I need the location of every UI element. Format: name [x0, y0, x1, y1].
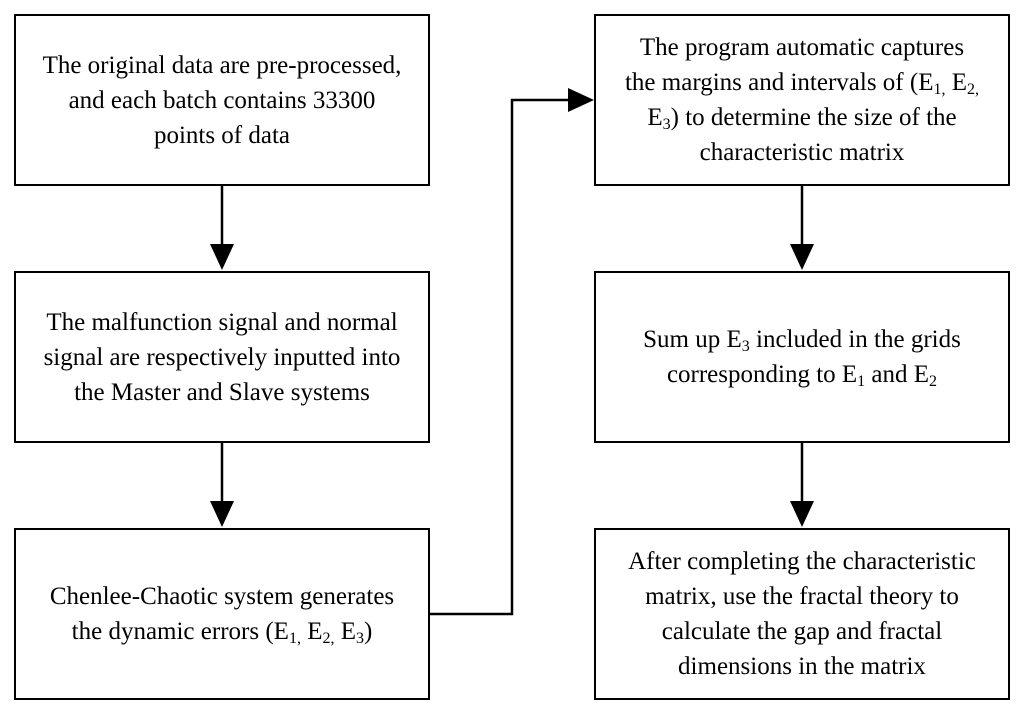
- step-sum-up-line-1: Sum up E3 included in the grids: [643, 322, 961, 357]
- step-sum-up-line-2: corresponding to E1 and E2: [643, 357, 961, 392]
- step-fractal-line-4: dimensions in the matrix: [678, 653, 926, 680]
- step-capture-margins-line-2: the margins and intervals of (E1, E2,: [625, 65, 979, 100]
- step-preprocess-line-3: points of data: [153, 121, 291, 149]
- step-preprocess-line-2: and each batch contains 33300: [68, 86, 376, 114]
- sum-text-suffix: included in the grids: [749, 326, 961, 353]
- margins-text-e2: E: [945, 69, 967, 96]
- arrowhead-step5-to-step6: [790, 501, 814, 527]
- errors-text-e3: E: [334, 618, 356, 645]
- step-input-signals-box: The malfunction signal and normal signal…: [14, 271, 430, 443]
- arrowhead-step3-to-step4: [568, 88, 594, 112]
- margins-text-prefix: the margins and intervals of (E: [624, 69, 934, 96]
- step-capture-margins-box: The program automatic captures the margi…: [594, 14, 1010, 186]
- step-sum-up-box: Sum up E3 included in the grids correspo…: [594, 271, 1010, 443]
- step-generate-errors-line-1: Chenlee-Chaotic system generates: [49, 583, 395, 610]
- errors-text-prefix: the dynamic errors (E: [71, 618, 289, 645]
- step-capture-margins-line-1: The program automatic captures: [639, 34, 965, 61]
- arrowhead-step4-to-step5: [790, 244, 814, 270]
- step-fractal-line-3: calculate the gap and fractal: [661, 618, 943, 645]
- step-input-signals-line-3: the Master and Slave systems: [74, 378, 370, 406]
- errors-text-e2: E: [300, 618, 323, 645]
- arrowhead-step2-to-step3: [210, 501, 234, 527]
- subscript-1: 1: [857, 373, 866, 390]
- margins-text-e3: E: [647, 104, 663, 131]
- sum-text-prefix: Sum up E: [643, 326, 742, 353]
- subscript-1: 1,: [288, 630, 301, 647]
- step-fractal-box: After completing the characteristic matr…: [594, 528, 1010, 700]
- arrow-step3-to-step4: [430, 98, 572, 616]
- margins-text-suffix: ) to determine the size of the: [670, 104, 957, 131]
- subscript-2: 2,: [967, 81, 979, 98]
- subscript-3: 3: [662, 116, 671, 133]
- step-capture-margins-line-4: characteristic matrix: [699, 139, 905, 166]
- sum-text-and: and E: [865, 361, 930, 388]
- step-input-signals-line-1: The malfunction signal and normal: [46, 308, 398, 336]
- step-preprocess-box: The original data are pre-processed, and…: [14, 14, 430, 186]
- step-fractal-line-2: matrix, use the fractal theory to: [645, 583, 959, 610]
- step-capture-margins-line-3: E3) to determine the size of the: [625, 100, 979, 135]
- arrowhead-step1-to-step2: [210, 244, 234, 270]
- step-preprocess-line-1: The original data are pre-processed,: [42, 51, 402, 79]
- step-generate-errors-line-2: the dynamic errors (E1, E2, E3): [50, 614, 394, 649]
- sum-text-corr: corresponding to E: [666, 361, 858, 388]
- errors-text-close: ): [364, 618, 373, 645]
- subscript-3: 3: [356, 630, 364, 647]
- subscript-1: 1,: [933, 81, 946, 98]
- step-fractal-line-1: After completing the characteristic: [628, 548, 976, 575]
- subscript-2: 2: [929, 373, 938, 390]
- subscript-2: 2,: [322, 630, 335, 647]
- step-input-signals-line-2: signal are respectively inputted into: [43, 343, 401, 371]
- subscript-3: 3: [741, 338, 750, 355]
- step-generate-errors-box: Chenlee-Chaotic system generates the dyn…: [14, 528, 430, 700]
